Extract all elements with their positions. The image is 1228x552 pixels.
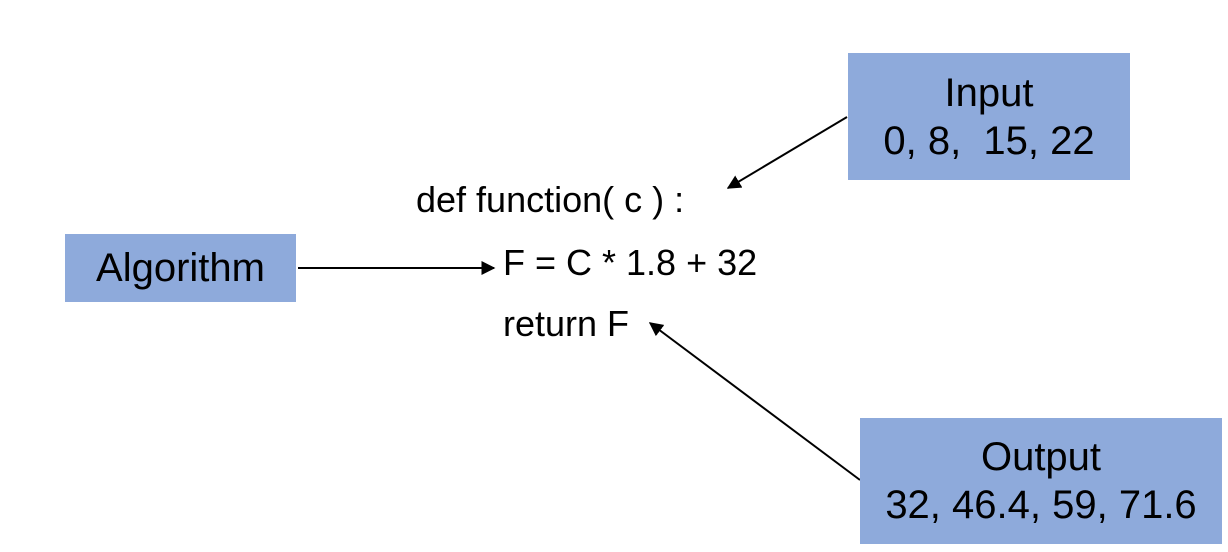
input-title: Input bbox=[944, 70, 1034, 115]
input-arrow bbox=[726, 116, 848, 189]
output-values: 32, 46.4, 59, 71.6 bbox=[885, 483, 1197, 527]
algorithm-label: Algorithm bbox=[96, 246, 265, 290]
output-box: Output 32, 46.4, 59, 71.6 bbox=[860, 418, 1222, 544]
output-title: Output bbox=[980, 435, 1102, 479]
input-values: 0, 8, 15, 22 bbox=[883, 118, 1095, 163]
code-formula-line: F = C * 1.8 + 32 bbox=[503, 242, 758, 283]
input-box: Input 0, 8, 15, 22 bbox=[848, 53, 1130, 180]
code-def-line: def function( c ) : bbox=[416, 179, 685, 220]
algorithm-box: Algorithm bbox=[65, 234, 296, 302]
output-arrow bbox=[648, 322, 861, 481]
code-return-line: return F bbox=[503, 303, 630, 344]
